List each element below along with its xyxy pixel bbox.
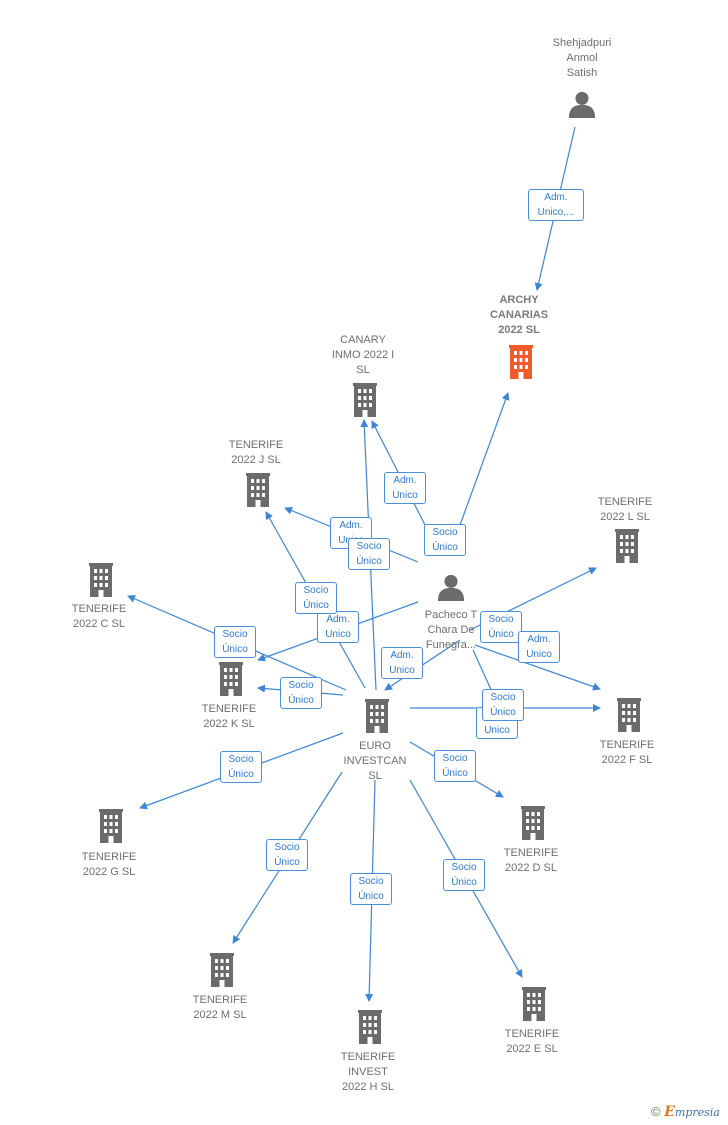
node-label-tc[interactable]: TENERIFE 2022 C SL — [71, 603, 127, 630]
edge-label-euro-to-td[interactable]: Socio Único — [434, 750, 476, 782]
building-icon-tk[interactable] — [219, 662, 243, 696]
edge-label-euro-to-tf[interactable]: Socio Único — [482, 689, 524, 721]
building-icon-te[interactable] — [522, 987, 546, 1021]
building-icon-tm[interactable] — [210, 953, 234, 987]
node-label-shehjadpuri[interactable]: Shehjadpuri Anmol Satish — [552, 37, 612, 79]
person-icon-pacheco[interactable] — [437, 574, 465, 601]
footer-brand: © Empresia — [651, 1104, 720, 1120]
edge-label-euro-to-te[interactable]: Socio Único — [443, 859, 485, 891]
copyright-icon: © — [651, 1104, 661, 1119]
building-icon-tc[interactable] — [89, 563, 113, 597]
node-label-canary[interactable]: CANARY INMO 2022 I SL — [331, 334, 395, 376]
node-label-tg[interactable]: TENERIFE 2022 G SL — [81, 851, 137, 878]
building-icon-tf[interactable] — [617, 698, 641, 732]
edge-label-pacheco-to-archy[interactable]: Socio Único — [424, 524, 466, 556]
building-icon-archy[interactable] — [509, 345, 533, 379]
node-label-tf[interactable]: TENERIFE 2022 F SL — [599, 739, 655, 766]
building-icon-th[interactable] — [358, 1010, 382, 1044]
edge-label-pacheco-to-euro[interactable]: Adm. Unico — [381, 647, 423, 679]
building-icon-tj[interactable] — [246, 473, 270, 507]
edge-label-euro-to-tm[interactable]: Socio Único — [266, 839, 308, 871]
edge-pacheco-to-tf — [474, 644, 601, 691]
node-label-pacheco[interactable]: Pacheco T Chara De Funegra... — [424, 609, 478, 651]
building-icon-euro[interactable] — [365, 699, 389, 733]
building-icon-tl[interactable] — [615, 529, 639, 563]
edge-label-euro-to-tk[interactable]: Socio Único — [280, 677, 322, 709]
building-icon-td[interactable] — [521, 806, 545, 840]
edge-label-pacheco-to-tl[interactable]: Socio Único — [480, 611, 522, 643]
node-label-td[interactable]: TENERIFE 2022 D SL — [503, 847, 559, 874]
edge-pacheco-to-archy — [459, 392, 510, 526]
building-icon-tg[interactable] — [99, 809, 123, 843]
edge-label-euro-to-tg[interactable]: Socio Único — [220, 751, 262, 783]
node-label-tj[interactable]: TENERIFE 2022 J SL — [228, 439, 284, 466]
edge-label-euro-to-tj[interactable]: Socio Único — [295, 582, 337, 614]
edge-label-pacheco-to-tf[interactable]: Adm. Unico — [518, 631, 560, 663]
node-label-th[interactable]: TENERIFE INVEST 2022 H SL — [340, 1051, 396, 1093]
building-icon-canary[interactable] — [353, 383, 377, 417]
node-label-tm[interactable]: TENERIFE 2022 M SL — [192, 994, 248, 1021]
edge-label-euro-to-canary[interactable]: Socio Único — [348, 538, 390, 570]
edge-label-shehjadpuri-to-archy[interactable]: Adm. Unico,... — [528, 189, 584, 221]
empresia-logo: Empresia — [664, 1104, 720, 1120]
node-label-tl[interactable]: TENERIFE 2022 L SL — [597, 496, 653, 523]
edge-label-pacheco-to-canary[interactable]: Adm. Unico — [384, 472, 426, 504]
person-icon-shehjadpuri[interactable] — [568, 91, 596, 118]
node-label-te[interactable]: TENERIFE 2022 E SL — [504, 1028, 560, 1055]
node-label-archy[interactable]: ARCHY CANARIAS 2022 SL — [489, 294, 549, 336]
edge-label-euro-to-tc[interactable]: Socio Único — [214, 626, 256, 658]
node-label-tk[interactable]: TENERIFE 2022 K SL — [201, 703, 257, 730]
edge-label-euro-to-th[interactable]: Socio Único — [350, 873, 392, 905]
edge-label-pacheco-to-tk[interactable]: Adm. Unico — [317, 611, 359, 643]
node-label-euro[interactable]: EURO INVESTCAN SL — [343, 740, 407, 782]
